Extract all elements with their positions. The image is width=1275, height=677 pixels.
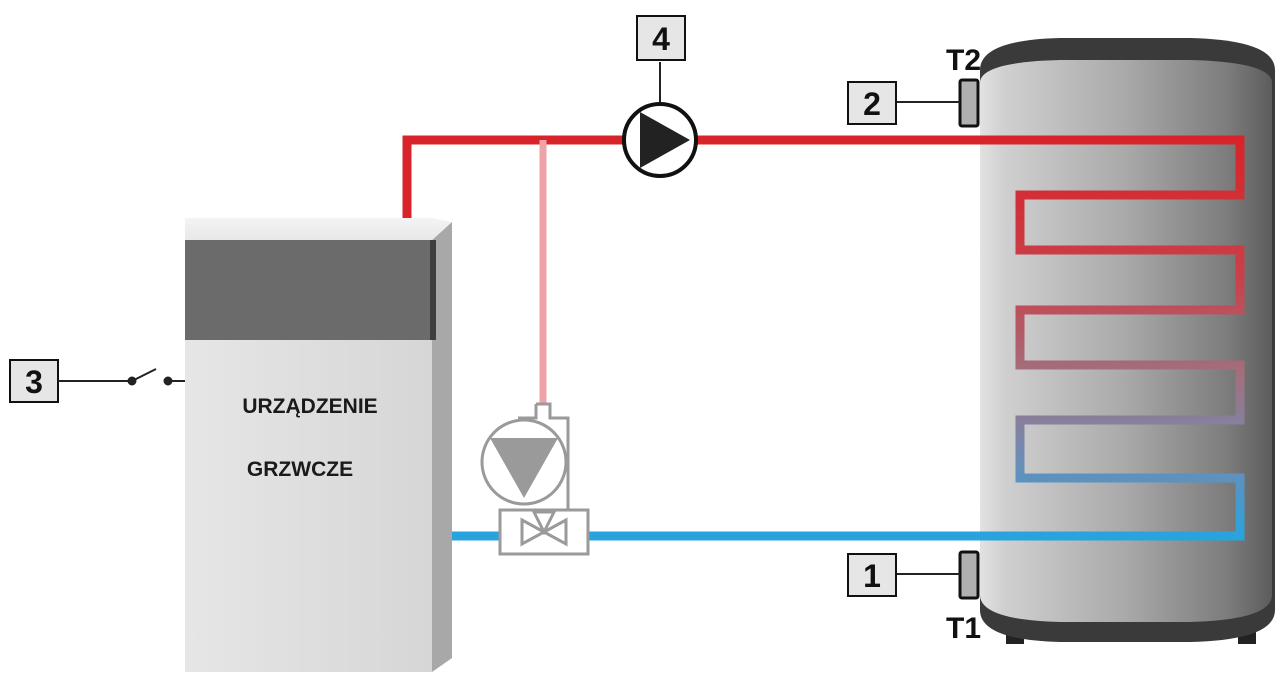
supply-pipe <box>402 135 980 218</box>
sensor-t1: 1 T1 <box>847 550 981 645</box>
marker-1-label: 1 <box>863 558 881 594</box>
valve-stem <box>518 402 570 510</box>
device-label-line1: URZĄDZENIE <box>242 395 377 418</box>
marker-3-box <box>9 359 59 403</box>
circulation-pump-icon <box>622 62 698 178</box>
marker-4-box <box>636 15 686 61</box>
switch-icon <box>58 368 185 386</box>
device-top <box>185 218 452 240</box>
heating-device: URZĄDZENIE GRZWCZE <box>185 218 452 672</box>
switch-group: 3 <box>9 359 185 403</box>
marker-2-label: 2 <box>863 86 881 122</box>
device-side <box>432 222 452 672</box>
device-panel <box>185 240 432 340</box>
device-label-line2: GRZWCZE <box>247 458 353 481</box>
sensor-t1-label: T1 <box>946 612 981 645</box>
sensor-t2-label: T2 <box>946 44 981 77</box>
marker-3-label: 3 <box>25 364 43 400</box>
sensor-t2: T2 2 <box>847 44 981 128</box>
marker-4: 4 <box>636 15 686 61</box>
temperature-sensor-icon <box>958 78 980 128</box>
marker-4-label: 4 <box>652 21 670 57</box>
pump-triangle <box>640 112 690 168</box>
device-panel-edge <box>430 240 436 340</box>
temperature-sensor-icon <box>958 550 980 600</box>
marker-1-box <box>847 553 897 597</box>
marker-2-box <box>847 81 897 125</box>
valve-symbol <box>520 510 568 547</box>
mixing-pump-triangle <box>490 438 558 498</box>
mixing-pump-valve-group <box>480 402 590 556</box>
heating-coil <box>980 135 1245 541</box>
